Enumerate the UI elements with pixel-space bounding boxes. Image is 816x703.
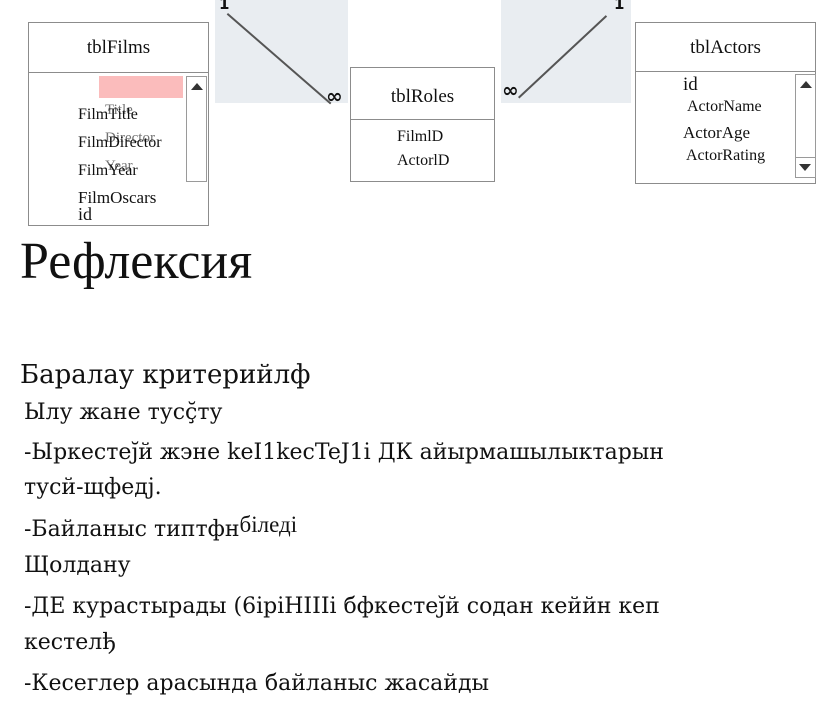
field-overlay: Director — [105, 130, 155, 146]
films-scrollbar[interactable] — [186, 76, 207, 182]
films-table-header: tblFilms — [29, 23, 208, 73]
field-overlay: Year — [105, 158, 133, 174]
text-line-main: -Байланыс типтфн — [24, 517, 240, 542]
actors-table[interactable]: tblActors id ActorName ActorAge ActorRat… — [635, 22, 816, 184]
text-line: -ДЕ курастырады (6іріНIIIі бфкестеј̆й со… — [24, 594, 660, 619]
text-line: Щолдану — [24, 553, 131, 578]
many-symbol: ∞ — [502, 78, 519, 102]
scroll-down-button[interactable] — [795, 157, 816, 178]
scroll-down-icon[interactable] — [799, 164, 811, 171]
field-actor-age: ActorAge — [683, 123, 751, 142]
text-line: кестелђ — [24, 630, 116, 655]
films-table-name: tblFilms — [86, 37, 151, 58]
slide-heading: Баралау критерийлф — [20, 360, 311, 390]
scroll-up-icon[interactable] — [800, 81, 812, 88]
text-line-suffix: біледі — [239, 512, 298, 537]
slide-title: Рефлексия — [20, 233, 253, 290]
field-actor-name: ActorName — [687, 98, 762, 115]
field-film-director: FilmDirector — [78, 134, 162, 151]
films-table[interactable]: tblFilms Title Director Year FilmTitle F… — [28, 22, 209, 226]
field-film-title: FilmTitle — [78, 106, 138, 123]
field-film-oscars: FilmOscars — [78, 188, 157, 207]
actors-table-header: tblActors — [636, 23, 815, 72]
one-symbol: 1 — [614, 0, 625, 13]
field-film-id: FilmlD — [397, 128, 444, 145]
field-film-year: FilmYear — [78, 162, 138, 179]
field-id: id — [78, 204, 93, 224]
text-line: -Ыркестеј̆й жэне keI1kecTeJ1i ДК айырмаш… — [24, 440, 664, 465]
field-overlay: Title — [105, 102, 133, 118]
field-actor-rating: ActorRating — [686, 147, 766, 164]
roles-table-name: tblRoles — [390, 86, 455, 107]
text-line: -Кесеглер арасында байланыс жасайды — [24, 671, 489, 696]
relationship-panel-left — [215, 0, 348, 103]
text-line: -Байланыс типтфнбіледі — [24, 512, 297, 542]
roles-table-header: tblRoles — [351, 68, 494, 120]
scroll-up-icon[interactable] — [191, 83, 203, 90]
field-id: id — [683, 74, 698, 95]
actors-scrollbar[interactable] — [795, 74, 816, 178]
roles-table[interactable]: tblRoles FilmlD ActorlD — [350, 67, 495, 182]
text-line: Ылу жане тусҫ̆ту — [24, 400, 223, 425]
many-symbol: ∞ — [326, 84, 343, 108]
selection-highlight — [99, 76, 183, 98]
field-actor-id: ActorlD — [397, 152, 450, 169]
actors-table-name: tblActors — [690, 37, 761, 58]
one-symbol: 1 — [219, 0, 230, 13]
text-line: тусй-щфедј. — [24, 475, 162, 500]
